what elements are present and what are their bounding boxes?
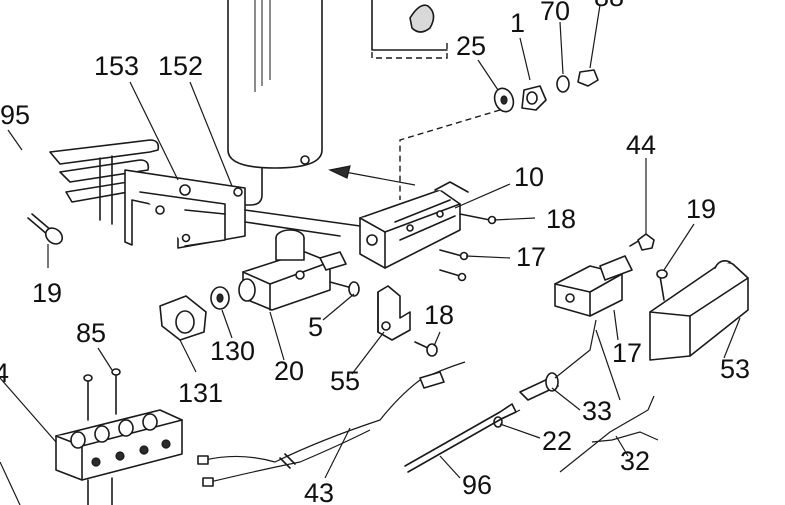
callout-32: 32 <box>620 446 650 476</box>
wire-32 <box>559 395 659 473</box>
callout-22: 22 <box>542 426 572 456</box>
bracket-152 <box>124 169 246 249</box>
callout-96: 96 <box>462 470 492 500</box>
callout-17-top: 17 <box>516 242 546 272</box>
assembly-line-25 <box>399 109 501 200</box>
igniter-bracket <box>554 235 651 317</box>
detail-inset <box>371 0 448 59</box>
tank-cylinder <box>227 0 323 206</box>
callout-5: 5 <box>308 312 323 342</box>
mounting-rail <box>244 209 361 237</box>
rod-96 <box>404 403 517 473</box>
electrode-33 <box>493 319 597 428</box>
bracket-55 <box>377 285 411 341</box>
callout-19-left: 19 <box>32 278 62 308</box>
screw-18-mid <box>414 341 438 357</box>
terminal-block-4 <box>55 368 183 505</box>
callout-labels: 95 153 152 19 25 1 70 88 10 18 17 44 19 … <box>0 0 750 505</box>
screw-17-top <box>439 249 469 282</box>
callout-70: 70 <box>540 0 570 26</box>
washer-130 <box>210 286 230 310</box>
callout-85: 85 <box>76 318 106 348</box>
callout-19-right: 19 <box>686 194 716 224</box>
fastener-stack <box>493 69 599 113</box>
callout-18-mid: 18 <box>424 300 454 330</box>
wire-harness-43 <box>197 361 466 487</box>
callout-4: 4 <box>0 358 9 388</box>
callout-43: 43 <box>304 478 334 505</box>
screw-19-right <box>656 269 668 301</box>
callout-53: 53 <box>720 354 750 384</box>
callout-10: 10 <box>514 162 544 192</box>
valve-20 <box>238 229 347 311</box>
cover-53 <box>649 260 749 361</box>
screw-19-left <box>27 213 64 245</box>
callout-55: 55 <box>330 366 360 396</box>
callout-17-right: 17 <box>612 338 642 368</box>
callout-152: 152 <box>158 51 203 81</box>
nut-131 <box>159 295 207 341</box>
pin-5 <box>329 281 360 297</box>
callout-44: 44 <box>626 130 656 160</box>
mounting-block-10 <box>359 181 469 269</box>
callout-95: 95 <box>0 100 30 130</box>
callout-18-top: 18 <box>546 204 576 234</box>
nut-44 <box>637 233 655 251</box>
leader-lines <box>0 4 741 505</box>
callout-131: 131 <box>178 378 223 408</box>
callout-130: 130 <box>210 336 255 366</box>
callout-153: 153 <box>94 51 139 81</box>
callout-88: 88 <box>594 0 624 12</box>
direction-arrow <box>328 165 416 186</box>
screw-18-top <box>459 213 497 225</box>
callout-1: 1 <box>510 8 525 38</box>
callout-33: 33 <box>582 396 612 426</box>
callout-25: 25 <box>456 31 486 61</box>
callout-20: 20 <box>274 356 304 386</box>
